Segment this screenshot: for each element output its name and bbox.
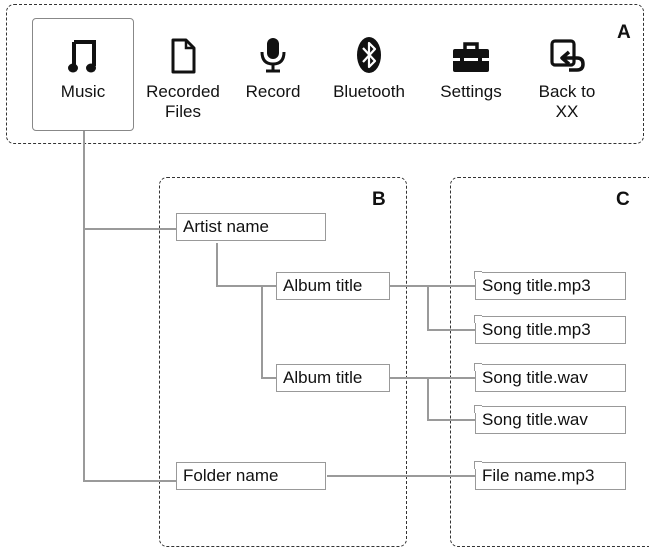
menu-item-music[interactable]: Music xyxy=(35,30,131,102)
album-node[interactable]: Album title xyxy=(276,272,390,300)
menu-label-record: Record xyxy=(245,82,301,101)
file-node[interactable]: File name.mp3 xyxy=(475,462,626,490)
menu-item-record[interactable]: Record xyxy=(225,30,321,102)
toolbox-icon xyxy=(423,30,519,74)
file-node[interactable]: Song title.mp3 xyxy=(475,272,626,300)
menu-item-bluetooth[interactable]: Bluetooth xyxy=(321,30,417,102)
menu-item-back[interactable]: Back to XX xyxy=(519,30,615,122)
menu-item-recorded-files[interactable]: Recorded Files xyxy=(135,30,231,122)
tree-connectors xyxy=(83,131,475,482)
file-node[interactable]: Song title.wav xyxy=(475,406,626,434)
menu-item-settings[interactable]: Settings xyxy=(423,30,519,102)
menu-label-recorded-files: Recorded Files xyxy=(146,82,220,121)
home-menu-region xyxy=(6,4,644,144)
artist-node[interactable]: Artist name xyxy=(176,213,326,241)
folder-node[interactable]: Folder name xyxy=(176,462,326,490)
menu-label-bluetooth: Bluetooth xyxy=(333,82,405,101)
bluetooth-icon xyxy=(321,30,417,74)
menu-label-back: Back to XX xyxy=(538,82,596,121)
file-node[interactable]: Song title.mp3 xyxy=(475,316,626,344)
menu-label-music: Music xyxy=(60,82,106,101)
music-note-icon xyxy=(35,30,131,74)
region-label-c: C xyxy=(616,189,630,210)
music-selected-frame xyxy=(32,18,134,131)
region-label-a: A xyxy=(617,22,631,43)
back-arrow-icon xyxy=(519,30,615,74)
album-node[interactable]: Album title xyxy=(276,364,390,392)
document-icon xyxy=(135,30,231,74)
microphone-icon xyxy=(225,30,321,74)
menu-label-settings: Settings xyxy=(440,82,502,101)
file-node[interactable]: Song title.wav xyxy=(475,364,626,392)
region-label-b: B xyxy=(372,189,386,210)
